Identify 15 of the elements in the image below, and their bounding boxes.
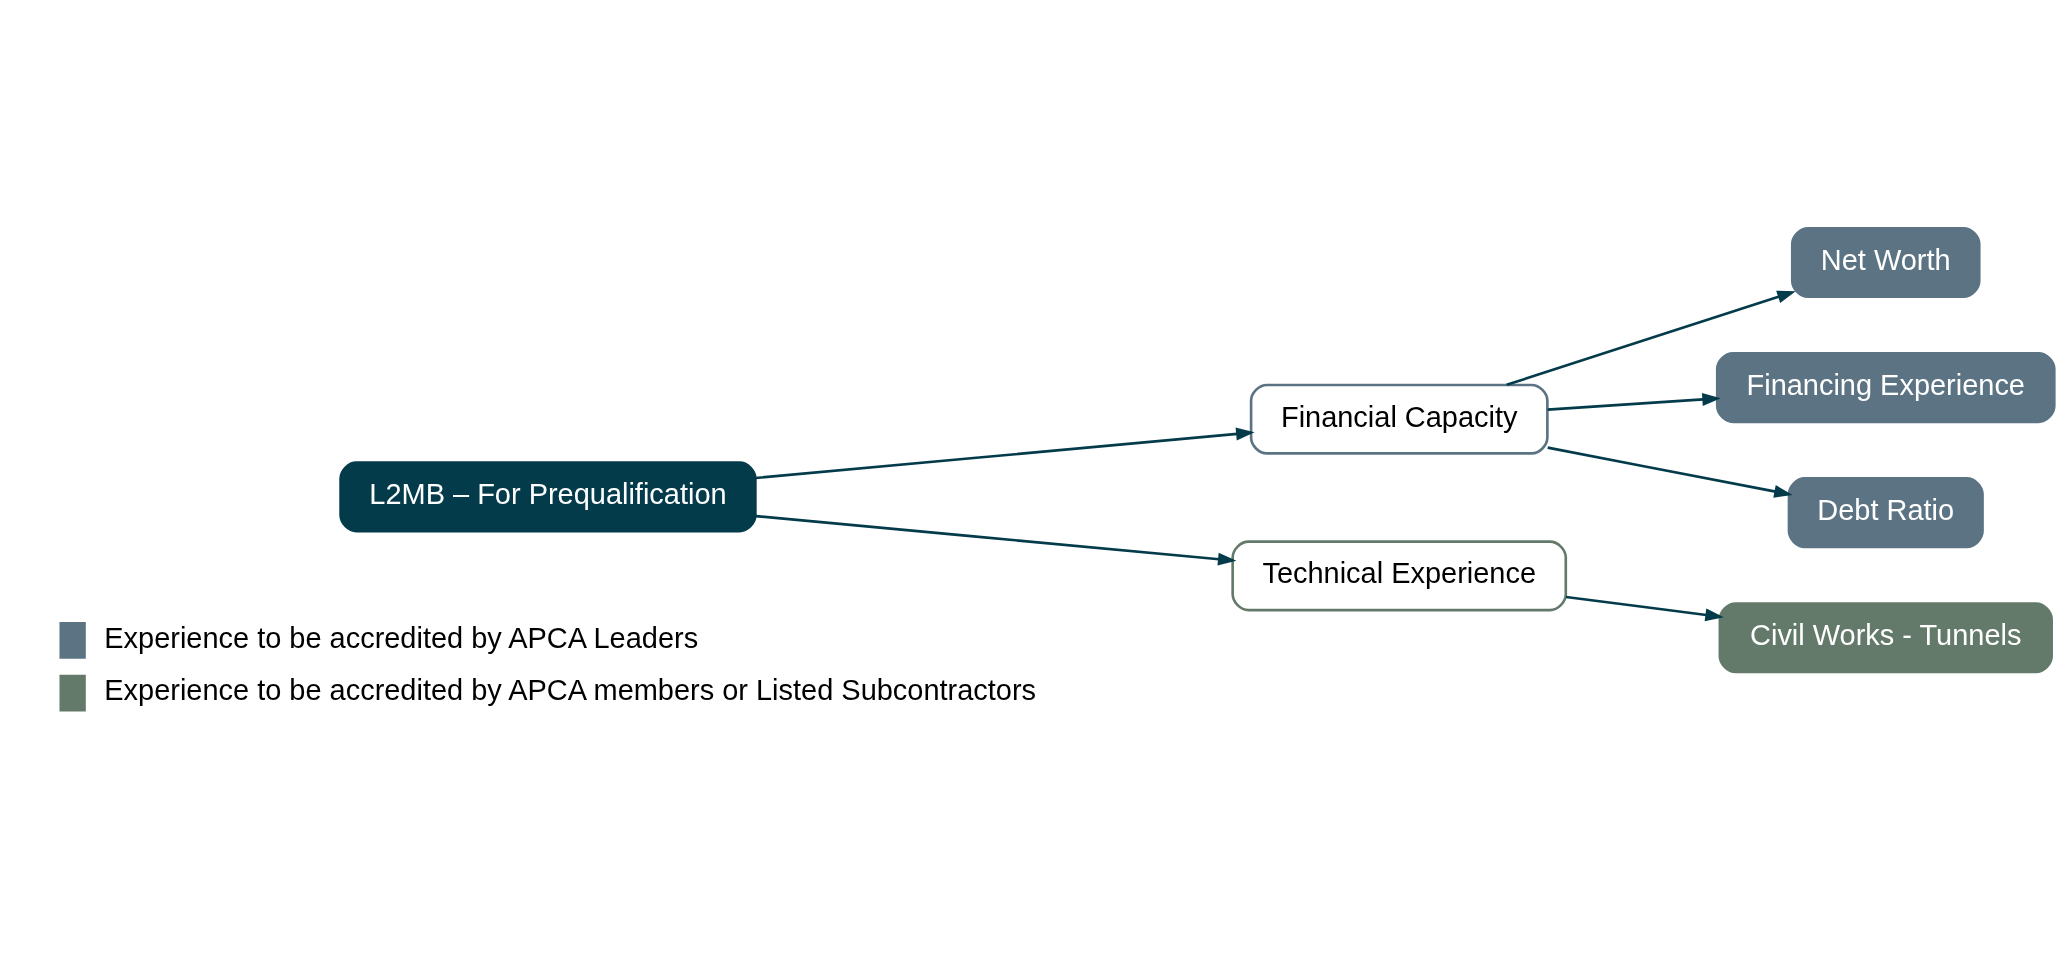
legend-label: Experience to be accredited by APCA Leaders	[104, 621, 699, 654]
node-box: Financing Experience	[1715, 351, 2056, 423]
node-box: L2MB – For Prequalification	[339, 460, 757, 532]
arrow	[1506, 290, 1796, 386]
arrow	[1547, 392, 1721, 411]
arrow	[1565, 595, 1724, 621]
arrow	[755, 427, 1255, 479]
node-box: Net Worth	[1790, 226, 1981, 298]
legend-label: Experience to be accredited by APCA members or Listed Subcontractors	[104, 673, 1037, 706]
node-box: Debt Ratio	[1787, 476, 1984, 548]
arrow	[1547, 445, 1793, 498]
node-box: Financial Capacity	[1249, 383, 1549, 455]
arrow	[755, 514, 1237, 566]
node-box: Technical Experience	[1231, 539, 1568, 611]
node-box: Civil Works - Tunnels	[1718, 601, 2053, 673]
